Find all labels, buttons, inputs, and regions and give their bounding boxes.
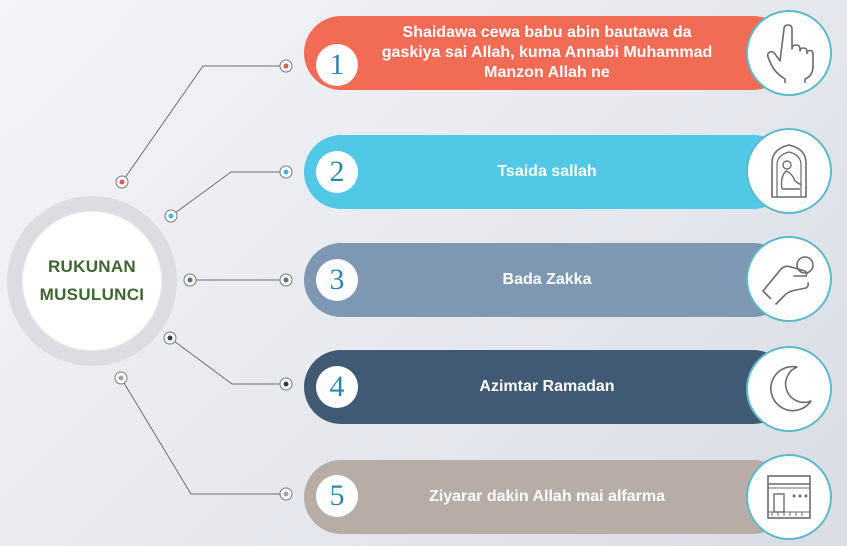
end-node-3 bbox=[279, 273, 293, 287]
pillar-text-3: Bada Zakka bbox=[502, 271, 592, 288]
pillar-text-2: Tsaida sallah bbox=[497, 163, 597, 180]
pillar-bar-4: Azimtar Ramadan bbox=[304, 350, 790, 424]
pillar-number-4: 4 bbox=[316, 366, 358, 408]
kaaba-icon bbox=[746, 454, 832, 540]
pillar-number-1: 1 bbox=[316, 44, 358, 86]
hub-title-line-2: MUSULUNCI bbox=[39, 285, 145, 304]
hub-title-line-1: RUKUNAN bbox=[47, 257, 137, 276]
start-node-2 bbox=[164, 209, 178, 223]
start-node-5 bbox=[114, 371, 128, 385]
pillar-number-3: 3 bbox=[316, 259, 358, 301]
crescent-moon-icon bbox=[746, 346, 832, 432]
pillar-bar-5: Ziyarar dakin Allah mai alfarma bbox=[304, 460, 790, 534]
pillar-bar-2: Tsaida sallah bbox=[304, 135, 790, 209]
pillar-number-2: 2 bbox=[316, 151, 358, 193]
giving-coin-hand-icon bbox=[746, 236, 832, 322]
connector-5 bbox=[120, 377, 284, 495]
pillar-text-5: Ziyarar dakin Allah mai alfarma bbox=[429, 488, 665, 505]
pillar-bar-3: Bada Zakka bbox=[304, 243, 790, 317]
pillar-text-1: Shaidawa cewa babu abin bautawa da gaski… bbox=[381, 24, 713, 81]
start-node-1 bbox=[115, 175, 129, 189]
connector-4 bbox=[169, 337, 284, 385]
end-node-4 bbox=[279, 377, 293, 391]
praying-person-icon bbox=[746, 128, 832, 214]
end-node-1 bbox=[279, 59, 293, 73]
pointing-finger-icon bbox=[746, 10, 832, 96]
pillar-text-4: Azimtar Ramadan bbox=[479, 378, 615, 395]
end-node-5 bbox=[279, 487, 293, 501]
connector-1 bbox=[121, 65, 284, 183]
pillar-number-5: 5 bbox=[316, 475, 358, 517]
pillar-bar-1: Shaidawa cewa babu abin bautawa da gaski… bbox=[304, 16, 790, 90]
hub-label: RUKUNAN MUSULUNCI bbox=[22, 211, 162, 351]
start-node-4 bbox=[163, 331, 177, 345]
start-node-3 bbox=[183, 273, 197, 287]
end-node-2 bbox=[279, 165, 293, 179]
hub-circle: RUKUNAN MUSULUNCI bbox=[7, 196, 177, 366]
connector-2 bbox=[170, 171, 284, 217]
